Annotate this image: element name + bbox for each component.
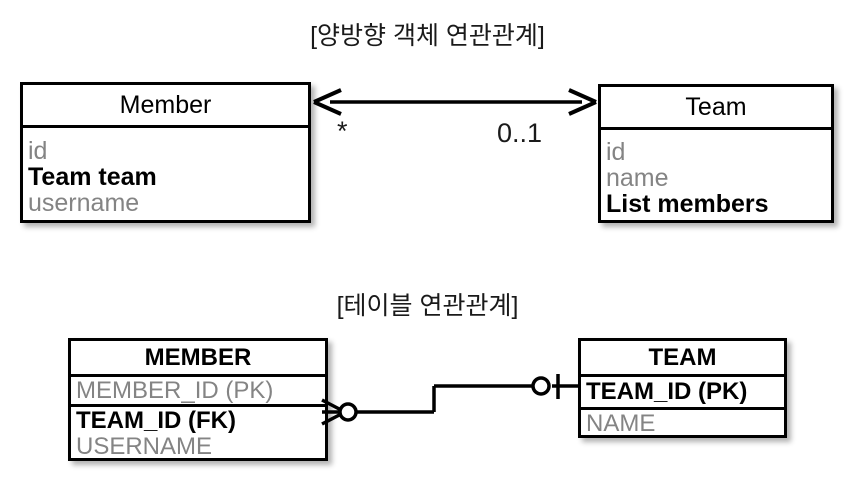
attribute-member-id: id bbox=[28, 136, 48, 165]
class-name-team: Team bbox=[685, 92, 747, 121]
table-name-member: MEMBER bbox=[144, 343, 252, 371]
table-pk-compartment-member: MEMBER_ID (PK) bbox=[71, 374, 325, 404]
class-attributes-team: id name List members bbox=[601, 127, 831, 223]
class-name-member: Member bbox=[119, 90, 212, 119]
attribute-team-id: id bbox=[606, 137, 626, 166]
table-box-member: MEMBER MEMBER_ID (PK) TEAM_ID (FK) USERN… bbox=[68, 338, 328, 461]
zero-or-one-symbol bbox=[531, 374, 560, 399]
column-team-id-pk: TEAM_ID (PK) bbox=[586, 378, 748, 406]
attribute-team-members: List members bbox=[606, 189, 769, 218]
multiplicity-target: 0..1 bbox=[497, 118, 543, 148]
multiplicity-source: * bbox=[337, 116, 348, 146]
column-member-username: USERNAME bbox=[76, 433, 213, 460]
class-attributes-member: id Team team username bbox=[23, 125, 308, 223]
table-name-team: TEAM bbox=[648, 343, 717, 371]
attribute-team-name: name bbox=[606, 163, 669, 192]
column-member-team-id-fk: TEAM_ID (FK) bbox=[76, 407, 236, 435]
association-arrow-bidirectional bbox=[313, 88, 597, 116]
object-model-title: [양방향 객체 연관관계] bbox=[310, 22, 545, 50]
attribute-member-username: username bbox=[28, 188, 140, 217]
table-columns-compartment-member: TEAM_ID (FK) USERNAME bbox=[71, 404, 325, 461]
class-box-team: Team id name List members bbox=[598, 84, 834, 223]
table-model-title: [테이블 연관관계] bbox=[336, 292, 519, 320]
table-box-team: TEAM TEAM_ID (PK) NAME bbox=[578, 338, 787, 438]
column-member-id-pk: MEMBER_ID (PK) bbox=[76, 376, 274, 404]
table-columns-compartment-team: NAME bbox=[581, 407, 784, 438]
class-box-member: Member id Team team username bbox=[20, 82, 311, 223]
table-pk-compartment-team: TEAM_ID (PK) bbox=[581, 374, 784, 407]
attribute-member-team: Team team bbox=[28, 162, 157, 191]
relationship-crows-foot bbox=[321, 374, 578, 426]
column-team-name: NAME bbox=[586, 410, 656, 438]
